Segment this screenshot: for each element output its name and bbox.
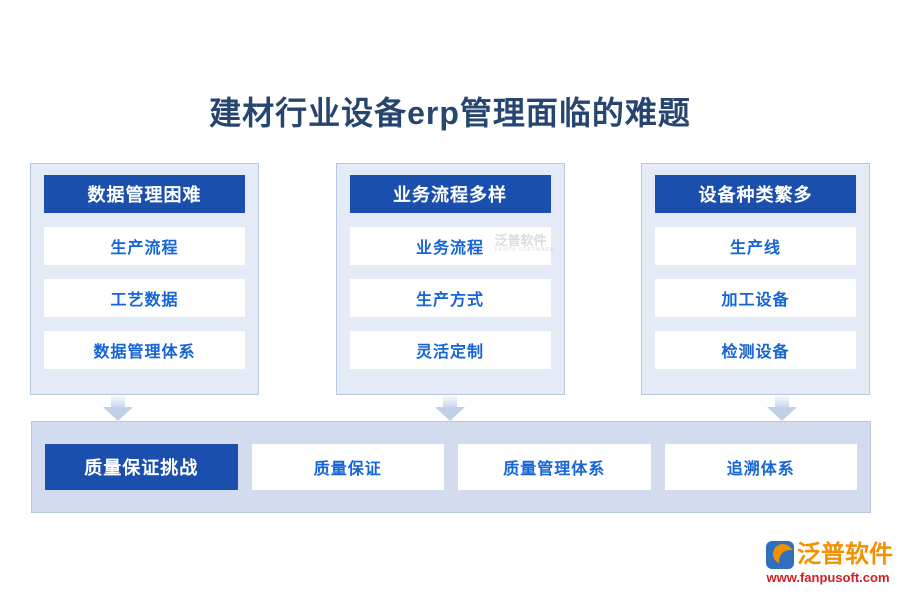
arrow-shaft [443, 396, 457, 408]
column-item-data-management-system[interactable]: 数据管理体系 [44, 331, 245, 369]
bottom-item-quality-assurance[interactable]: 质量保证 [251, 444, 444, 490]
column-header-equipment-types: 设备种类繁多 [655, 175, 856, 213]
fanpu-logo-icon [766, 541, 794, 569]
column-item-processing-equipment[interactable]: 加工设备 [655, 279, 856, 317]
arrow-head [103, 407, 133, 421]
arrow-head [435, 407, 465, 421]
arrow-down-icon [767, 396, 797, 421]
brand-row: 泛普软件 [766, 540, 893, 570]
arrow-shaft [775, 396, 789, 408]
arrow-down-icon [103, 396, 133, 421]
arrow-down-icon [435, 396, 465, 421]
column-item-flexible-customization[interactable]: 灵活定制 [349, 331, 551, 369]
arrow-shaft [111, 396, 125, 408]
connector-arrows [0, 396, 900, 422]
column-item-production-line[interactable]: 生产线 [655, 227, 856, 265]
quality-assurance-panel: 质量保证挑战 质量保证 质量管理体系 追溯体系 [31, 421, 871, 513]
bottom-item-quality-management-system[interactable]: 质量管理体系 [458, 444, 651, 490]
column-header-business-process: 业务流程多样 [349, 175, 551, 213]
column-item-process-data[interactable]: 工艺数据 [44, 279, 245, 317]
problem-column-data-management: 数据管理困难 生产流程 工艺数据 数据管理体系 [30, 163, 259, 395]
brand-url: www.fanpusoft.com [766, 570, 890, 585]
brand-name: 泛普软件 [797, 541, 893, 568]
bottom-item-traceability-system[interactable]: 追溯体系 [664, 444, 857, 490]
problem-column-business-process: 业务流程多样 业务流程 生产方式 灵活定制 泛普软件 FANPU SOFTWAR… [335, 163, 565, 395]
column-item-testing-equipment[interactable]: 检测设备 [655, 331, 856, 369]
bottom-header-quality-assurance-challenge: 质量保证挑战 [45, 444, 238, 490]
problem-columns-row: 数据管理困难 生产流程 工艺数据 数据管理体系 业务流程多样 业务流程 生产方式… [30, 163, 870, 395]
column-item-business-process[interactable]: 业务流程 [349, 227, 551, 265]
brand-logo: 泛普软件 www.fanpusoft.com [766, 540, 893, 588]
column-item-production-mode[interactable]: 生产方式 [349, 279, 551, 317]
page-title: 建材行业设备erp管理面临的难题 [209, 95, 691, 131]
problem-column-equipment-types: 设备种类繁多 生产线 加工设备 检测设备 [641, 163, 870, 395]
column-item-production-process[interactable]: 生产流程 [44, 227, 245, 265]
arrow-head [767, 407, 797, 421]
column-header-data-management: 数据管理困难 [44, 175, 245, 213]
